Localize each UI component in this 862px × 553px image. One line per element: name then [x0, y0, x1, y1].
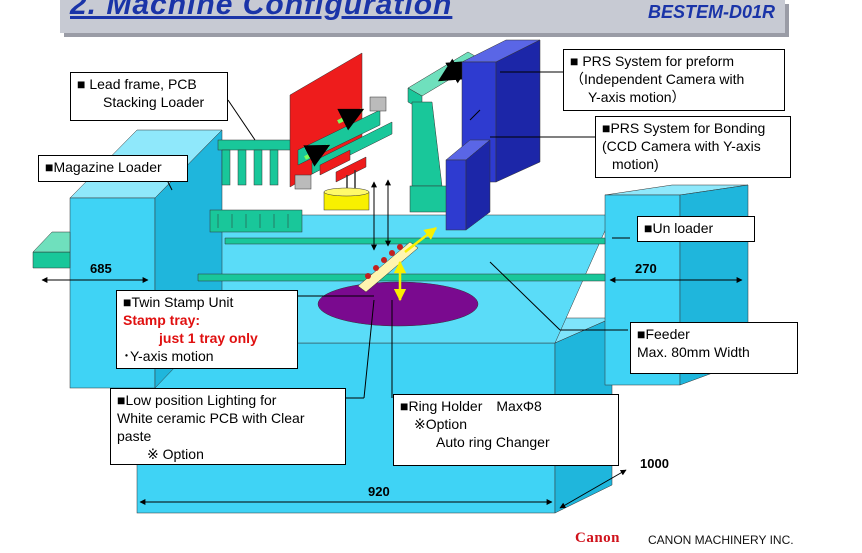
ring-holder-line-2: ※Option [414, 416, 467, 432]
unloader-label: ■Un loader [644, 220, 714, 236]
lighting-line-3: paste [117, 428, 152, 444]
callout-unloader: ■Un loader [637, 216, 755, 242]
prs-bonding-line-2: (CCD Camera with Y-axis [602, 138, 761, 154]
callout-twin-stamp: ■Twin Stamp Unit Stamp tray: just 1 tray… [116, 290, 298, 369]
feeder-line-1: ■Feeder [637, 326, 690, 342]
prs-bonding-line-3: motion) [612, 156, 659, 172]
model-code: BESTEM-D01R [647, 2, 775, 22]
lead-frame-line-2: Stacking Loader [103, 94, 205, 110]
lighting-line-4: ※ Option [147, 446, 204, 462]
lighting-line-2: White ceramic PCB with Clear [117, 410, 305, 426]
page-title: 2. Machine Configuration [70, 0, 453, 21]
dimension-depth: 1000 [640, 456, 669, 471]
stamp-tray-note: just 1 tray only [159, 330, 258, 346]
dimension-right: 270 [635, 261, 657, 276]
callout-prs-bonding: ■PRS System for Bonding (CCD Camera with… [595, 116, 791, 178]
twin-stamp-motion: ･Y-axis motion [123, 348, 214, 364]
dimension-arrows [41, 277, 743, 509]
callout-lead-frame-loader: ■ Lead frame, PCB Stacking Loader [70, 72, 228, 121]
prs-bonding-line-1: ■PRS System for Bonding [602, 120, 766, 136]
callout-prs-preform: ■ PRS System for preform （Independent Ca… [563, 49, 785, 111]
leader-lines [161, 71, 630, 399]
callout-lighting: ■Low position Lighting for White ceramic… [110, 388, 346, 465]
prs-preform-line-1: ■ PRS System for preform [570, 53, 735, 69]
company-name: CANON MACHINERY INC. [648, 533, 794, 547]
prs-preform-line-2: （Independent Camera with [570, 71, 745, 87]
lighting-line-1: ■Low position Lighting for [117, 392, 277, 408]
ring-holder-stage [317, 227, 479, 327]
ring-holder-line-1: ■Ring Holder MaxΦ8 [400, 398, 542, 414]
twin-stamp-title: ■Twin Stamp Unit [123, 294, 234, 310]
twin-stamp-head [289, 52, 393, 195]
lead-frame-loader [209, 139, 303, 233]
callout-ring-holder: ■Ring Holder MaxΦ8 ※Option Auto ring Cha… [393, 394, 619, 466]
feeder-line-2: Max. 80mm Width [637, 344, 750, 360]
prs-preform-line-3: Y-axis motion） [588, 89, 686, 105]
prs-bonding-camera [445, 39, 541, 231]
callout-feeder: ■Feeder Max. 80mm Width [630, 322, 798, 374]
dimension-left: 685 [90, 261, 112, 276]
stamp-tray [323, 187, 370, 211]
ring-holder-line-3: Auto ring Changer [436, 434, 550, 450]
magazine-loader-label: ■Magazine Loader [45, 159, 162, 175]
callout-magazine-loader: ■Magazine Loader [38, 155, 188, 182]
lead-frame-line-1: ■ Lead frame, PCB [77, 76, 197, 92]
canon-logo: Canon [575, 530, 621, 546]
dimension-width: 920 [368, 484, 390, 499]
header-bar: 2. Machine Configuration BESTEM-D01R [60, 0, 785, 33]
stamp-tray-label: Stamp tray: [123, 312, 201, 328]
stamp-height-arrows [371, 179, 391, 251]
